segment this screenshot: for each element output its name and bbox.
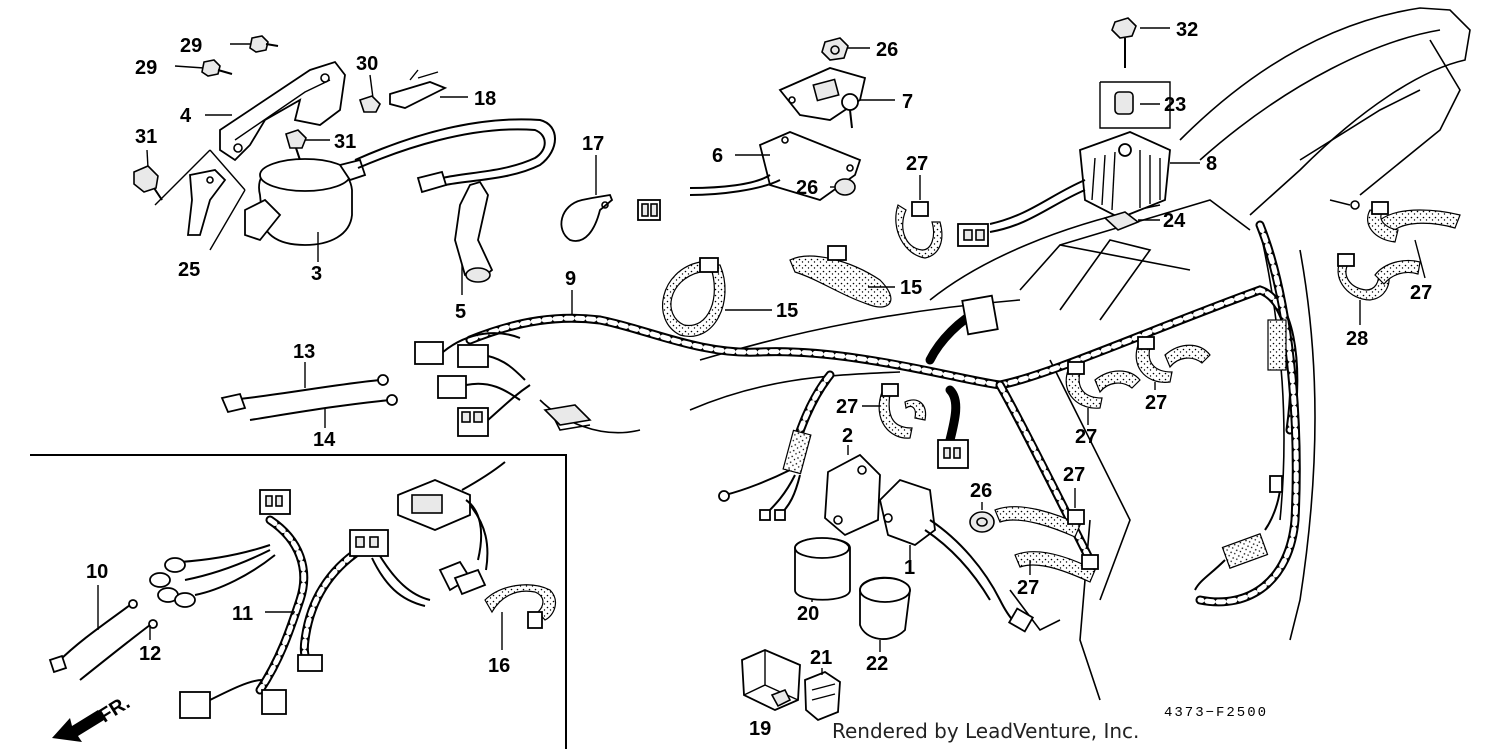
flasher-20	[794, 537, 851, 602]
ignition-coil-bracket-4	[205, 60, 346, 162]
relay-1	[879, 478, 1035, 633]
callout-26-low: 26	[970, 480, 992, 502]
bolt-32	[1111, 17, 1170, 68]
callout-19: 19	[749, 718, 771, 740]
callout-17: 17	[582, 133, 604, 155]
band-15-right	[789, 245, 895, 308]
callout-10: 10	[86, 561, 108, 583]
callout-7: 7	[902, 91, 913, 113]
cap-18	[389, 69, 468, 109]
callout-27-top: 27	[906, 153, 928, 175]
bolt-30	[358, 74, 381, 113]
inset-box	[30, 454, 567, 749]
callout-21: 21	[810, 647, 832, 669]
plate-25	[154, 149, 246, 251]
callout-27-mid-a: 27	[1075, 426, 1097, 448]
callout-9: 9	[565, 268, 576, 290]
callout-8: 8	[1206, 153, 1217, 175]
bolt-31-right	[285, 129, 330, 161]
callout-5: 5	[455, 301, 466, 323]
callout-29-left: 29	[135, 57, 157, 79]
bolt-29-left	[174, 59, 233, 77]
callout-14: 14	[313, 429, 336, 451]
pad-24	[1103, 211, 1160, 231]
callout-15-left: 15	[776, 300, 798, 322]
wire-13	[220, 362, 389, 414]
clamp-17	[560, 155, 614, 242]
band-27-low-b	[1014, 551, 1099, 583]
wire-12	[79, 619, 158, 681]
callout-3: 3	[311, 263, 322, 285]
branch-connectors	[718, 294, 999, 521]
callout-20: 20	[797, 603, 819, 625]
inset-connector	[397, 461, 506, 596]
callout-1: 1	[904, 557, 915, 579]
front-direction-arrow-icon	[52, 710, 104, 742]
callout-31-left: 31	[135, 126, 157, 148]
band-27-top	[895, 175, 943, 259]
band-28	[1337, 253, 1421, 325]
band-16	[484, 584, 557, 650]
harness-connectors-9	[414, 290, 592, 437]
spark-plug-cap-5	[454, 180, 494, 295]
callout-16: 16	[488, 655, 510, 677]
callout-29-top: 29	[180, 35, 202, 57]
relay-19	[741, 649, 801, 711]
plate-2	[824, 445, 881, 537]
callout-12: 12	[139, 643, 161, 665]
right-harness-components	[1194, 319, 1287, 591]
connector-21	[804, 668, 841, 722]
bolt-31-left	[133, 149, 163, 201]
ignition-coil-3	[244, 118, 556, 262]
callout-13: 13	[293, 341, 315, 363]
band-27-mid-b	[1135, 336, 1211, 390]
regulator-6	[637, 131, 862, 221]
callout-32: 32	[1176, 19, 1198, 41]
callout-2: 2	[842, 425, 853, 447]
callout-31-right: 31	[334, 131, 356, 153]
band-27-mid-a	[1065, 361, 1141, 425]
callout-28: 28	[1346, 328, 1368, 350]
credit-text: Rendered by LeadVenture, Inc.	[832, 719, 1139, 743]
band-15-left	[662, 257, 772, 337]
callout-18: 18	[474, 88, 496, 110]
callout-27-mid-b: 27	[1145, 392, 1167, 414]
callout-27-mid-c: 27	[836, 396, 858, 418]
callout-26-mid: 26	[796, 177, 818, 199]
main-wire-harness	[465, 220, 1301, 607]
callout-15-right: 15	[900, 277, 922, 299]
part-code: 4373−F2500	[1164, 705, 1268, 721]
callout-4: 4	[180, 105, 192, 127]
band-27-mid-c	[862, 383, 927, 439]
callout-6: 6	[712, 145, 723, 167]
nut-26-top	[821, 37, 870, 61]
frame-outline	[539, 7, 1471, 701]
callout-25: 25	[178, 259, 200, 281]
front-direction-label: FR.	[95, 692, 134, 728]
rubber-mount-22	[859, 576, 911, 652]
callout-23: 23	[1164, 94, 1186, 116]
callout-11: 11	[232, 603, 253, 625]
nut-26-low	[969, 502, 995, 533]
collar-23	[1099, 81, 1171, 129]
callout-27-low-a: 27	[1063, 464, 1085, 486]
wire-14	[249, 394, 398, 428]
mount-plate-7	[778, 67, 895, 129]
rectifier-8	[957, 131, 1200, 247]
bolt-29-top	[230, 35, 279, 53]
sub-harness-11	[149, 489, 431, 719]
band-27-low-a	[994, 488, 1085, 538]
callout-26-top: 26	[876, 39, 898, 61]
callout-30: 30	[356, 53, 378, 75]
callout-27-right-top: 27	[1410, 282, 1432, 304]
callout-22: 22	[866, 653, 888, 675]
nut-26-mid	[830, 178, 856, 196]
callout-24: 24	[1163, 210, 1186, 232]
callout-27-low-b: 27	[1017, 577, 1039, 599]
band-27-right-top	[1367, 201, 1461, 279]
wire-10	[48, 585, 138, 674]
